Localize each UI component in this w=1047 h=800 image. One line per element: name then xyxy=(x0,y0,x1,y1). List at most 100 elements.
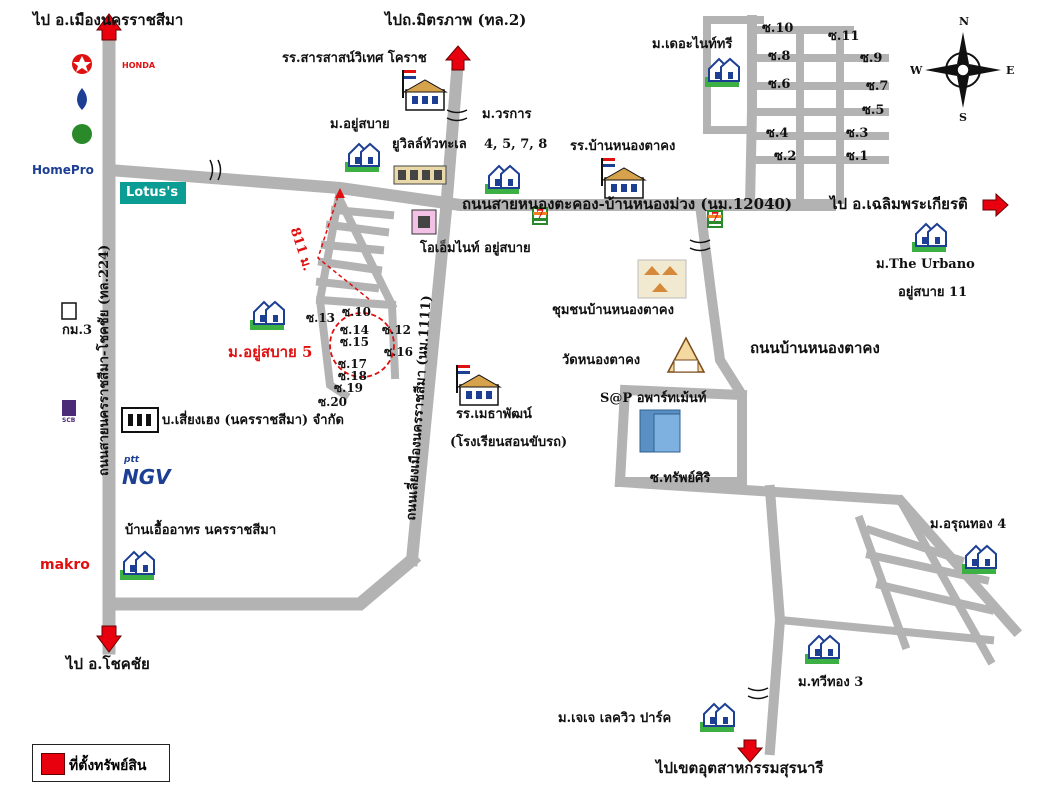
road-1111 xyxy=(405,53,465,567)
label-mu-worakan: ม.วรการ xyxy=(482,107,532,122)
school-icon-mettha xyxy=(455,364,501,406)
label-wat: วัดหนองตาคง xyxy=(562,353,641,368)
label-to-mittraphap: ไปถ.มิตรภาพ (ทล.2) xyxy=(385,11,527,29)
label-school-saraswat: รร.สารสาสน์วิเทศ โคราช xyxy=(282,51,427,66)
soi-east-6: ซ.6 xyxy=(768,77,791,92)
main-road xyxy=(102,163,836,211)
arrow-south-chokchai xyxy=(96,625,122,653)
label-to-chokchai: ไป อ.โชคชัย xyxy=(66,655,150,673)
ptt-drop-icon xyxy=(77,88,87,110)
school-icon-saraswat xyxy=(401,69,447,111)
arrow-south-industrial xyxy=(736,739,764,763)
house-icon-arunthong xyxy=(961,545,997,575)
label-community: ชุมชนบ้านหนองตาคง xyxy=(552,303,674,318)
soi-west-12: ซ.12 xyxy=(382,323,412,337)
soi-east-8: ซ.8 xyxy=(768,49,791,64)
southeast-soi-grid xyxy=(775,494,996,666)
km3-marker-icon xyxy=(61,302,77,320)
label-to-mueang: ไป อ.เมืองนครราชสีมา xyxy=(33,11,184,29)
soi-west-19: ซ.19 xyxy=(334,381,364,395)
label-soi-sapsiri: ซ.ทรัพย์ศิริ xyxy=(650,471,711,486)
compass-s: S xyxy=(959,111,967,124)
yusabai5-soi-grid xyxy=(315,185,400,401)
compass-rose xyxy=(925,32,1001,108)
soi-west-20: ซ.20 xyxy=(318,395,348,409)
label-mu-the-nine: ม.เดอะไนท์ทรี xyxy=(652,37,733,52)
seven-eleven-label-1: 7 xyxy=(536,207,545,221)
ptt-logo: ptt xyxy=(124,455,140,465)
ngv-logo: NGV xyxy=(122,465,171,489)
soi-west-14: ซ.14 xyxy=(340,323,370,337)
lotus-logo: Lotus's xyxy=(126,185,179,200)
house-icon-urbano xyxy=(911,223,947,253)
soi-east-5: ซ.5 xyxy=(862,103,885,118)
road-south-link xyxy=(102,550,422,611)
label-school-mettha: รร.เมธาพัฒน์ xyxy=(456,407,532,422)
temple-icon xyxy=(666,336,706,373)
soi-west-18: ซ.18 xyxy=(338,369,368,383)
soi-west-17: ซ.17 xyxy=(338,357,368,371)
compass-n: N xyxy=(959,15,970,28)
label-mu-thawithong: ม.ทวีทอง 3 xyxy=(798,675,864,690)
company-icon xyxy=(121,407,159,433)
label-mu-arunthong: ม.อรุณทอง 4 xyxy=(930,517,1007,532)
school-icon-nongtakhong xyxy=(600,157,646,199)
label-mu-yusabai: ม.อยู่สบาย xyxy=(330,117,390,132)
label-yusabai-11: อยู่สบาย 11 xyxy=(898,285,968,300)
lotus-logo-bg xyxy=(120,182,186,204)
label-to-chaloem: ไป อ.เฉลิมพระเกียรติ xyxy=(830,195,968,213)
label-sp-apartment: S@P อพาร์ทเม้นท์ xyxy=(600,391,707,406)
seven-eleven-label-2: 7 xyxy=(711,210,720,224)
legend-label: ที่ตั้งทรัพย์สิน xyxy=(69,758,147,774)
road-nongtakhong xyxy=(694,199,747,485)
soi-east-9: ซ.9 xyxy=(860,51,883,66)
label-school-mettha-sub: (โรงเรียนสอนขับรถ) xyxy=(450,435,568,450)
label-to-industrial: ไปเขตอุตสาหกรรมสุรนารี xyxy=(656,759,824,777)
soi-east-3: ซ.3 xyxy=(846,126,869,141)
atm-icon xyxy=(411,209,437,235)
honda-logo: HONDA xyxy=(122,61,156,70)
pea-icon xyxy=(72,124,92,144)
label-mu-urbano: ม.The Urbano xyxy=(876,257,975,272)
soi-east-10: ซ.10 xyxy=(762,21,794,36)
soi-east-1: ซ.1 xyxy=(846,149,869,164)
compass-w: W xyxy=(910,64,923,77)
house-icon-thawithong xyxy=(804,635,840,665)
road-northeast xyxy=(744,15,757,211)
northeast-soi-grid xyxy=(703,16,889,204)
label-company: บ.เสี่ยงเฮง (นครราชสีมา) จำกัด xyxy=(162,413,344,428)
arrow-north-mueang xyxy=(96,13,122,41)
label-km3: กม.3 xyxy=(62,323,93,338)
soi-east-4: ซ.4 xyxy=(766,126,789,141)
break-marks xyxy=(209,109,769,700)
scb-logo-bg xyxy=(62,400,76,416)
label-mu-yusabai5: ม.อยู่สบาย 5 xyxy=(228,343,313,361)
label-mu-jj: ม.เจเจ เลควิว ปาร์ค xyxy=(558,711,672,726)
apartment-icon xyxy=(639,409,681,453)
label-eurovill-nums: 4, 5, 7, 8 xyxy=(484,137,548,152)
shophouse-icon-eurovill xyxy=(393,165,447,185)
makro-logo: makro xyxy=(40,557,90,573)
community-icon xyxy=(637,259,687,299)
soi-east-2: ซ.2 xyxy=(774,149,797,164)
direction-arrows xyxy=(96,13,1009,763)
seven-eleven-icon-2 xyxy=(707,210,723,228)
soi-west-13: ซ.13 xyxy=(306,311,336,325)
seven-eleven-icon-1 xyxy=(532,207,548,225)
legend-property-swatch xyxy=(41,753,65,775)
homepro-logo: HomePro xyxy=(32,163,94,177)
label-eurovill: ยูวิลล์หัวทะเล xyxy=(392,137,467,152)
label-road-nongtakhong: ถนนบ้านหนองตาคง xyxy=(750,339,880,357)
label-ban-ua: บ้านเอื้ออาทร นครราชสีมา xyxy=(125,523,277,538)
brand-logos: HONDA xyxy=(62,54,186,416)
soi-east-7: ซ.7 xyxy=(866,79,889,94)
label-school-nongtakhong: รร.บ้านหนองตาคง xyxy=(570,139,676,154)
compass-e: E xyxy=(1006,64,1015,77)
house-icon-yusabai xyxy=(344,143,380,173)
road-network xyxy=(102,15,1023,756)
soi-west-10: ซ.10 xyxy=(342,305,372,319)
arrow-east-chaloem xyxy=(982,192,1009,218)
label-atm: โอเอ็มไนท์ อยู่สบาย xyxy=(420,241,531,256)
house-icon-yusabai5 xyxy=(249,301,285,331)
